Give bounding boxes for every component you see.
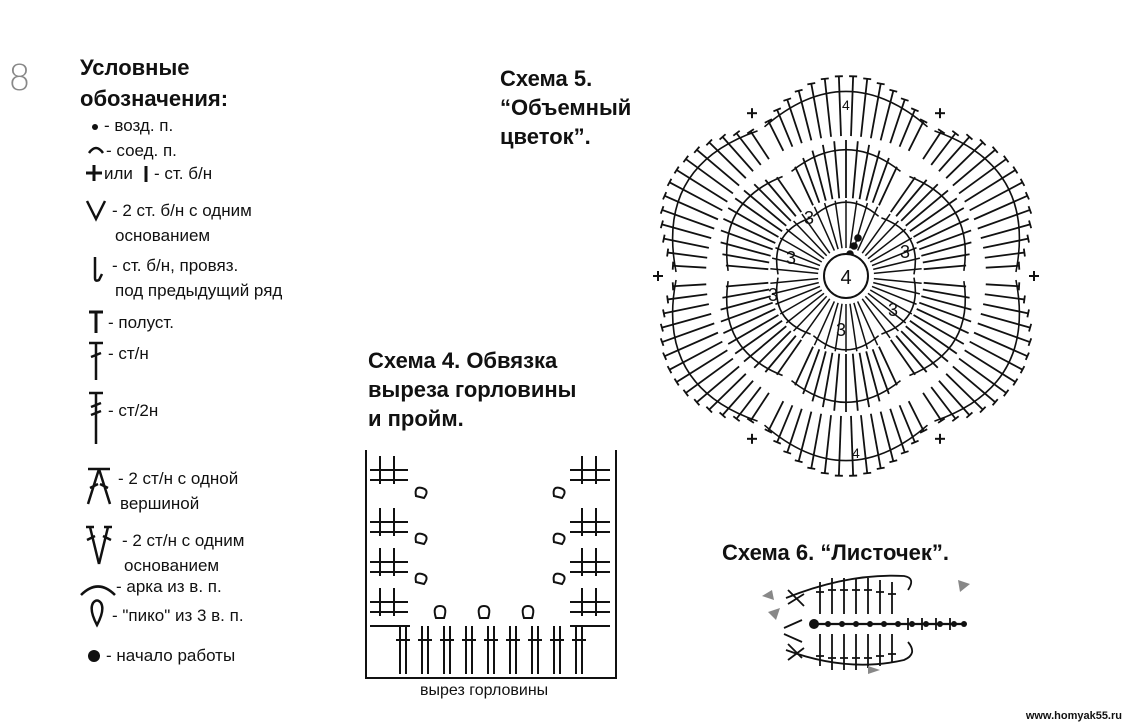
legend-arch-label: - арка из в. п. [116,577,222,596]
chain-arch-icon [80,585,116,596]
flower-ring-label: 3 [804,208,814,228]
flower-ring-label: 3 [900,242,910,262]
legend-or-label: или [104,164,133,183]
legend-title: Условные обозначения: [80,52,300,114]
legend-hook-label: - ст. б/н, провяз. [112,256,239,275]
legend-start-label: - начало работы [106,646,236,665]
scheme4-title-line3: и пройм. [368,406,464,431]
legend-slip-label: - соед. п. [106,141,177,160]
single-crochet-bar-icon [144,166,148,182]
legend-hdc-label: - полуст. [108,313,175,332]
legend-v-label2: основанием [115,226,211,245]
treble-crochet-icon [89,391,103,444]
legend-hook-label2: под предыдущий ряд [115,281,283,300]
flower-ring-label: 3 [768,285,778,305]
flower-center-label: 4 [840,267,851,289]
legend-dc2tog-label2: вершиной [120,494,200,513]
scheme4-neckline-diagram [365,450,617,679]
scheme4-caption: вырез горловины [420,682,549,699]
legend-picot-label: - "пико" из 3 в. п. [112,606,244,625]
scheme5-title-line2: “Объемный [500,95,632,120]
scheme6-title: Схема 6. “Листочек”. [722,540,950,565]
flower-ring-label: 3 [836,320,846,340]
scheme5-title-line3: цветок”. [500,124,591,149]
legend-chain-label: - возд. п. [104,116,174,135]
flower-petal-label: 4 [842,97,850,113]
single-crochet-cross-icon [86,165,102,181]
half-double-icon [89,310,103,333]
scheme4-title: Схема 4. Обвязка выреза горловины и прой… [368,346,576,433]
scheme4-title-line1: Схема 4. Обвязка [368,348,558,373]
chain-stitch-icon [92,124,98,130]
legend-sc-label: - ст. б/н [154,164,213,183]
v-increase-icon [85,200,107,222]
scheme4-title-line2: выреза горловины [368,377,577,402]
legend-title-line1: Условные [80,55,190,80]
legend-v-label: - 2 ст. б/н с одним [112,201,252,220]
legend-dcv-label2: основанием [124,556,220,575]
flower-ring-label: 3 [888,300,898,320]
watermark: www.homyak55.ru [1025,710,1122,722]
dc2tog-icon [86,467,112,505]
leaf-top-arch [785,574,913,599]
start-dot-icon [88,650,100,662]
flower-petal-label: 4 [852,445,860,461]
flower-center-ring [823,253,869,299]
leaf-start-dot [809,619,819,629]
flower-ring-label: 3 [786,248,796,268]
picot-icon [90,599,104,628]
double-crochet-icon [89,341,103,380]
hook-stitch-icon [93,257,104,282]
slip-stitch-icon [87,146,105,154]
legend-dcv-label: - 2 ст/н с одним [122,531,245,550]
dc-v-increase-icon [86,525,112,565]
scheme6-leaf-diagram [762,574,970,674]
legend-dc-label: - ст/н [108,344,149,363]
legend-dc2tog-label: - 2 ст/н с одной [118,469,239,488]
legend-title-line2: обозначения: [80,86,229,111]
page-number: 8 [8,58,31,99]
legend-tr-label: - ст/2н [108,401,159,420]
scheme5-title: Схема 5. “Объемный цветок”. [500,64,631,151]
scheme5-title-line1: Схема 5. [500,66,593,91]
leaf-bottom-arch [785,641,914,666]
